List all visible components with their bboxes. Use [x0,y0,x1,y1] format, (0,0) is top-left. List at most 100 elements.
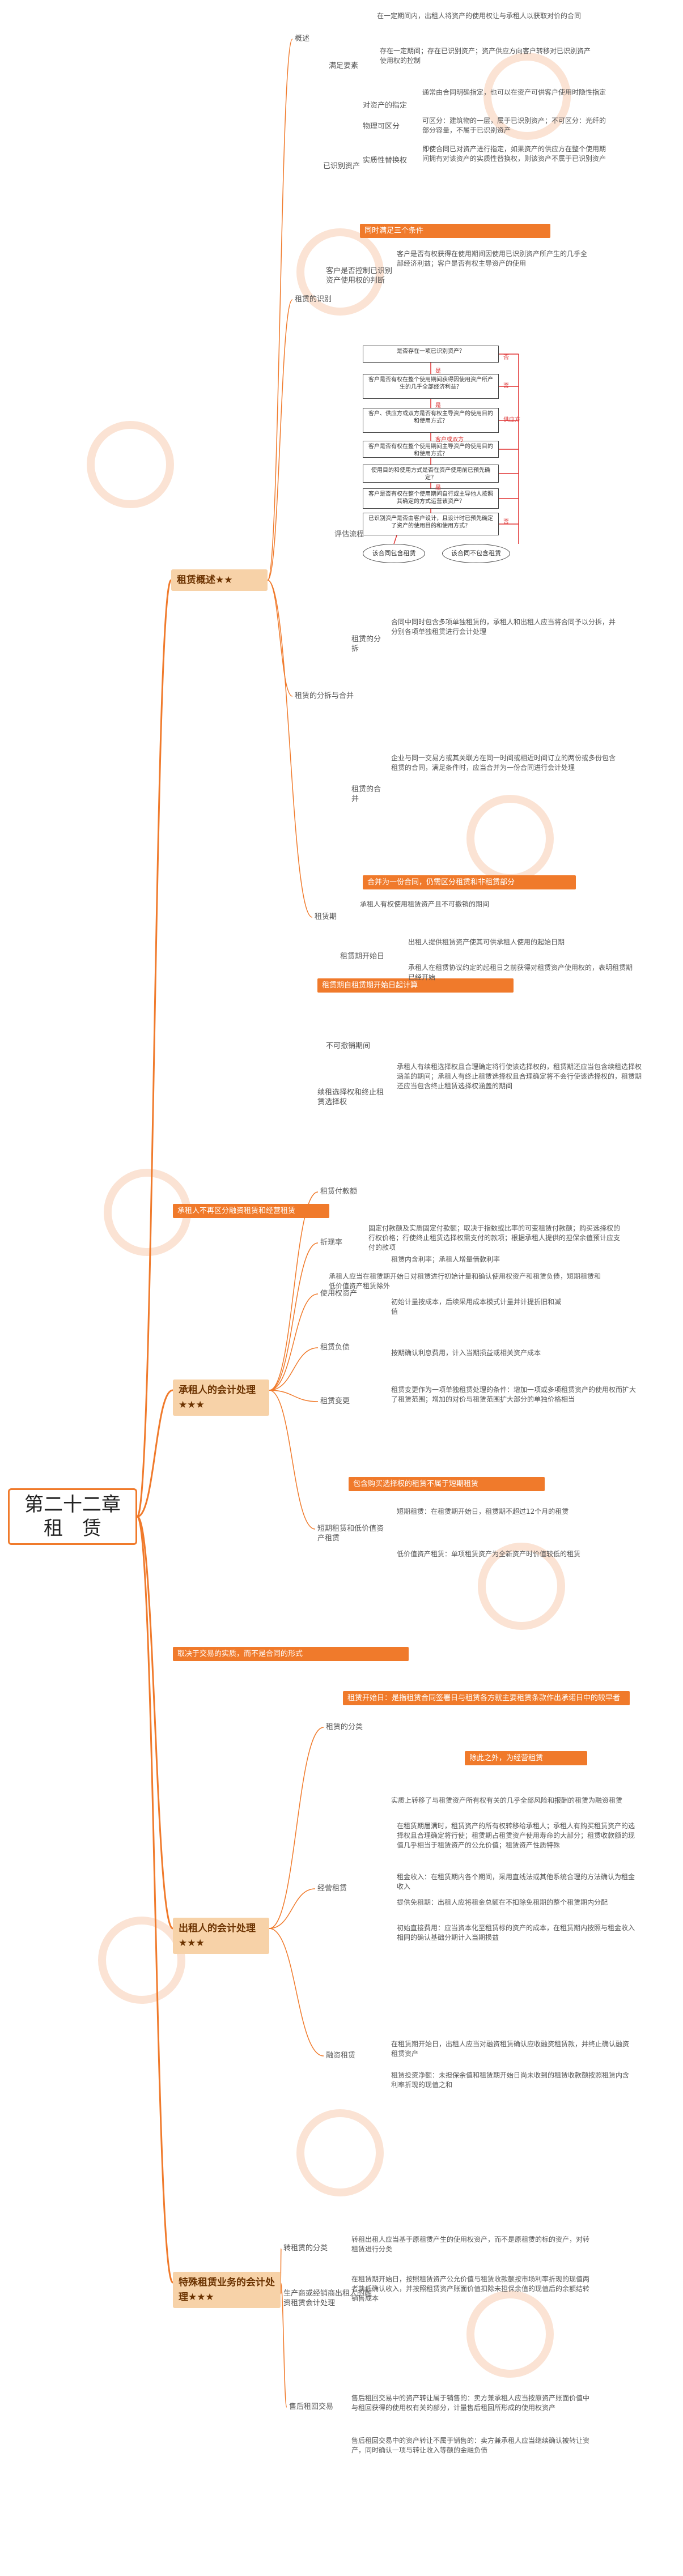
flow-outcome-o2: 该合同不包含租赁 [442,544,510,563]
connector-line [269,1928,324,2056]
branch-label-l28: 售后租回交易 [289,2403,334,2411]
flow-edge-label-1: 是 [435,403,441,409]
branch-label-l15: 不可撤销期间 [326,1042,371,1050]
flow-edge-label-7: 否 [503,519,509,525]
branch-label-l3: 租赁的识别 [295,295,332,304]
connector-line [269,1347,319,1391]
note-n3: 通常由合同明确指定，也可以在资产可供客户使用时隐性指定 [422,88,606,96]
note-n31: 售后租回交易中的资产转让不属于销售的：卖方兼承租人应当继续确认被转让资产，同时确… [351,2437,590,2454]
note-n8: 企业与同一交易方或其关联方在同一时间或相近时间订立的两份或多份包含租赁的合同，满… [391,754,616,772]
branch-label-l6: 物理可区分 [363,122,400,131]
branch-label-l17: 租赁付款额 [320,1187,358,1196]
branch-label-l20: 租赁负债 [320,1343,350,1352]
connector-line [267,39,293,581]
category-c1[interactable]: 租赁概述★★ [171,569,268,591]
note-n11: 承租人在租赁协议约定的起租日之前获得对租赁资产使用权的，表明租赁期已经开始 [408,964,633,981]
note-n13: 承租人应当在租赁期开始日对租赁进行初始计量和确认使用权资产和租赁负债，短期租赁和… [329,1272,601,1290]
connector-line [269,1727,324,1929]
note-n22: 在租赁期届满时，租赁资产的所有权转移给承租人；承租人有购买租赁资产的选择权且合理… [397,1822,635,1849]
branch-label-l26: 转租赁的分类 [283,2244,328,2253]
note-n30: 售后租回交易中的资产转让属于销售的：卖方兼承租人应当按原资产账面价值中与租回获得… [351,2394,590,2412]
connector-line [137,1389,173,1518]
note-n20: 低价值资产租赁：单项租赁资产为全新资产时价值较低的租赁 [397,1550,581,1558]
flow-edge-label-2: 客户或双方 [435,437,464,443]
branch-label-l21: 租赁变更 [320,1397,350,1406]
connector-line [269,1293,319,1391]
note-n27: 租赁投资净额：未担保余值和租赁期开始日尚未收到的租赁收款额按照租赁内含利率折现的… [391,2071,630,2089]
note-n15: 租赁内含利率；承租人增量借款利率 [391,1255,500,1263]
flow-step-f7: 已识别资产是否由客户设计，且设计时已预先确定了资产的使用目的和使用方式？ [363,513,499,535]
flow-step-f4: 客户是否有权在整个使用期间主导资产的使用目的和使用方式？ [363,441,499,458]
highlight-h4: 承租人不再区分融资租赁和经营租赁 [173,1204,329,1218]
note-n28: 转租出租人应当基于原租赁产生的使用权资产，而不是原租赁的标的资产，对转租赁进行分… [351,2236,590,2253]
connector-line [267,299,293,581]
note-n9: 承租人有权使用租赁资产且不可撤销的期间 [360,900,490,908]
flow-step-f2: 客户是否有权在整个使用期间获得因使用资产所产生的几乎全部经济利益？ [363,374,499,399]
note-n5: 即使合同已对资产进行指定，如果资产的供应方在整个使用期间拥有对该资产的实质性替换… [422,145,606,163]
note-n6: 客户是否有权获得在使用期间因使用已识别资产所产生的几乎全部经济利益；客户是否有权… [397,250,588,267]
connector-line [269,1888,316,1929]
highlight-h1: 同时满足三个条件 [360,224,550,238]
connector-line [269,1191,319,1391]
flow-step-f1: 是否存在一项已识别资产？ [363,346,499,363]
flow-arrow [393,535,397,544]
root-topic[interactable]: 第二十二章 租 赁 [8,1488,137,1545]
note-n21: 实质上转移了与租赁资产所有权有关的几乎全部风险和报酬的租赁为融资租赁 [391,1796,623,1804]
flow-step-f5: 使用目的和使用方式是否在资产使用前已预先确定？ [363,465,499,483]
branch-label-l1: 概述 [295,35,310,43]
note-n26: 在租赁期开始日，出租人应当对融资租赁确认应收融资租赁款，并终止确认融资租赁资产 [391,2040,630,2058]
flow-edge-label-4: 否 [503,383,509,389]
branch-label-l13: 租赁期 [315,913,337,921]
note-n1: 在一定期间内，出租人将资产的使用权让与承租人以获取对价的合同 [377,12,582,20]
branch-label-l25: 经营租赁 [317,1884,347,1893]
category-c4[interactable]: 特殊租赁业务的会计处理★★★ [173,2272,281,2308]
branch-label-l12: 租赁的合并 [351,785,381,803]
note-n4: 可区分：建筑物的一层，属于已识别资产；不可区分：光纤的部分容量，不属于已识别资产 [422,117,606,134]
flow-edge-label-0: 是 [435,368,441,374]
note-n10: 出租人提供租赁资产使其可供承租人使用的起始日期 [408,938,565,946]
connector-line [136,579,172,1518]
branch-label-l18: 折现率 [320,1238,343,1247]
branch-label-l9: 评估流程 [334,530,364,539]
flow-edge-label-5: 供应方 [503,417,520,423]
flow-step-f3: 客户、供应方或双方是否有权主导资产的使用目的和使用方式？ [363,408,499,433]
category-c2[interactable]: 承租人的会计处理★★★ [173,1379,269,1416]
connector-line [136,1515,174,1930]
highlight-h5: 包含购买选择权的租赁不属于短期租赁 [349,1477,545,1491]
note-n29: 在租赁期开始日，按照租赁资产公允价值与租赁收款额按市场利率折现的现值两者孰低确认… [351,2275,590,2302]
branch-label-l2: 满足要素 [329,62,359,70]
flow-edge-label-6: 是 [435,485,441,491]
connector-line [267,580,313,918]
highlight-h8: 除此之外，为经营租赁 [465,1751,587,1765]
branch-label-l4: 已识别资产 [323,162,360,171]
note-n18: 租赁变更作为一项单独租赁处理的条件：增加一项或多项租赁资产的使用权而扩大了租赁范… [391,1386,637,1403]
flow-step-f6: 客户是否有权在整个使用期间自行或主导他人按照其确定的方式运营该资产？ [363,488,499,509]
branch-label-l7: 实质性替换权 [363,156,408,165]
note-n7: 合同中同时包含多项单独租赁的，承租人和出租人应当将合同予以分拆，并分别各项单独租… [391,618,616,636]
branch-label-l5: 对资产的指定 [363,101,408,110]
highlight-h7: 租赁开始日：是指租赁合同签署日与租赁各方就主要租赁条款作出承诺日中的较早者 [343,1691,630,1705]
branch-label-l22: 短期租赁和低价值资产租赁 [317,1525,384,1543]
highlight-h2: 合并为一份合同，仍需区分租赁和非租赁部分 [363,875,576,889]
branch-label-l23: 租赁的分类 [326,1723,363,1731]
note-n17: 按期确认利息费用，计入当期损益或相关资产成本 [391,1349,541,1357]
connector-line [280,2282,287,2408]
flow-edge-label-3: 否 [503,355,509,361]
connector-line [269,1242,319,1391]
note-n14: 固定付款额及实质固定付款额；取决于指数或比率的可变租赁付款额；购买选择权的行权价… [368,1224,621,1251]
note-n19: 短期租赁：在租赁期开始日，租赁期不超过12个月的租赁 [397,1508,569,1515]
highlight-h6: 取决于交易的实质，而不是合同的形式 [173,1647,409,1661]
branch-label-l24: 融资租赁 [326,2051,356,2060]
note-n12: 承租人有续租选择权且合理确定将行使该选择权的，租赁期还应当包含续租选择权涵盖的期… [397,1063,642,1090]
flow-outcome-o1: 该合同包含租赁 [363,544,425,563]
note-n24: 提供免租期：出租人应将租金总额在不扣除免租期的整个租赁期内分配 [397,1898,608,1906]
category-c3[interactable]: 出租人的会计处理★★★ [173,1918,269,1954]
branch-label-l19: 使用权资产 [320,1289,358,1298]
connector-line [136,1515,174,2284]
highlight-h3: 租赁期自租赁期开始日起计算 [317,978,514,993]
branch-label-l8: 客户是否控制已识别资产使用权的判断 [326,267,393,285]
connector-line [269,1390,316,1530]
branch-label-l10: 租赁的分拆与合并 [295,692,354,700]
